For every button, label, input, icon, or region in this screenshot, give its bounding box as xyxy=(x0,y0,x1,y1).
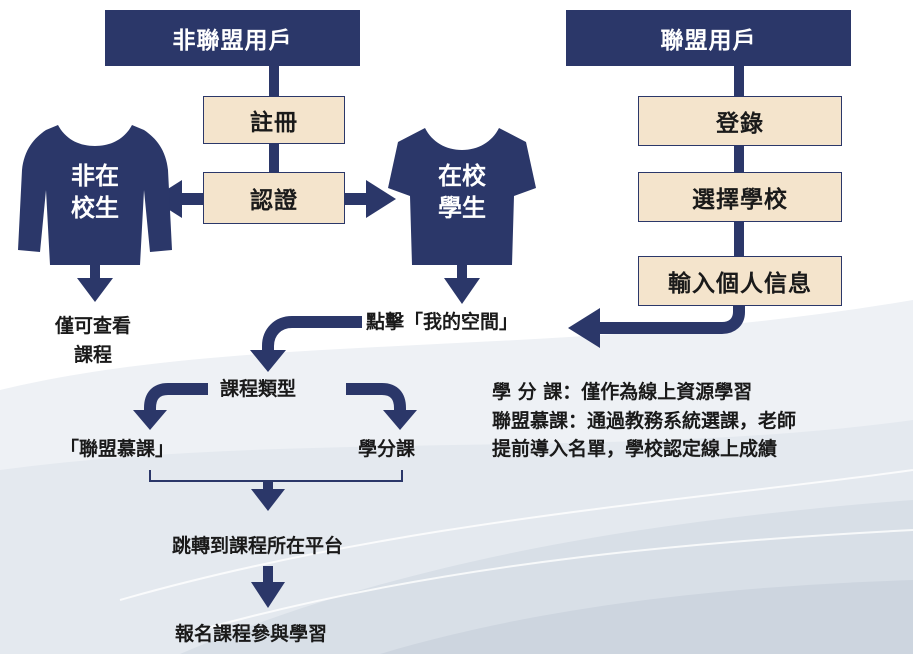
view-only-line1: 僅可查看 xyxy=(54,315,131,337)
note-credit: 學 分 課：僅作為線上資源學習 xyxy=(492,381,753,403)
course-notes: 學 分 課：僅作為線上資源學習 聯盟慕課：通過教務系統選課，老師 提前導入名單，… xyxy=(492,378,796,464)
connector-left-header xyxy=(269,66,279,96)
connector-register-verify xyxy=(269,142,279,172)
alliance-course-label: 「聯盟慕課」 xyxy=(60,438,175,460)
non-student-shirt-icon xyxy=(18,125,172,265)
connector-right-header xyxy=(734,66,744,96)
arrow-student-down xyxy=(444,265,480,304)
non-student-label: 非在 校生 xyxy=(50,160,140,225)
student-line1: 在校 xyxy=(438,162,486,190)
verify-step: 認證 xyxy=(203,172,345,224)
redirect-label: 跳轉到課程所在平台 xyxy=(172,535,344,557)
non-student-line1: 非在 xyxy=(71,162,119,190)
background-swoosh xyxy=(0,300,913,654)
view-only-line2: 課程 xyxy=(73,344,112,367)
course-type-label: 課程類型 xyxy=(220,378,297,400)
arrow-myspace-to-coursetype xyxy=(250,316,362,372)
credit-course-label: 學分課 xyxy=(358,438,416,460)
student-label: 在校 學生 xyxy=(417,160,507,225)
arrow-to-redirect xyxy=(251,481,285,511)
arrow-to-student xyxy=(344,180,396,218)
enroll-label: 報名課程參與學習 xyxy=(175,623,328,645)
arrow-member-to-myspace xyxy=(568,306,745,348)
register-step: 註冊 xyxy=(203,96,345,144)
student-line2: 學生 xyxy=(438,194,486,223)
merge-bracket xyxy=(149,470,403,482)
login-step: 登錄 xyxy=(638,96,842,146)
select-school-step: 選擇學校 xyxy=(638,172,842,222)
member-header: 聯盟用戶 xyxy=(566,10,851,66)
arrow-to-enroll xyxy=(251,566,285,608)
arrow-to-alliance xyxy=(133,383,208,430)
arrow-non-student-down xyxy=(77,265,113,302)
arrow-to-credit xyxy=(346,383,417,430)
view-only-label: 僅可查看 課程 xyxy=(28,312,158,371)
enter-info-step: 輸入個人信息 xyxy=(638,256,842,306)
note-alliance-2: 提前導入名單，學校認定線上成績 xyxy=(492,438,778,460)
connector-login-school xyxy=(734,146,744,172)
note-alliance-1: 聯盟慕課：通過教務系統選課，老師 xyxy=(492,409,797,432)
connector-school-info xyxy=(734,222,744,256)
non-member-header: 非聯盟用戶 xyxy=(105,10,360,66)
click-my-space-label: 點擊「我的空間」 xyxy=(366,311,519,333)
non-student-line2: 校生 xyxy=(71,194,119,223)
student-shirt-icon xyxy=(388,128,536,265)
